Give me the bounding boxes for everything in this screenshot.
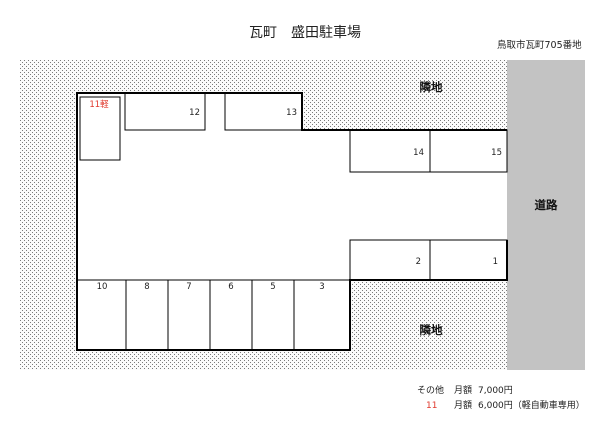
space-number: 7 [186, 282, 191, 292]
space-number: 1 [493, 257, 498, 267]
space-number: 13 [286, 108, 297, 118]
neighbor-label-top: 隣地 [420, 80, 443, 94]
pricing-amount: 6,000円（軽自動車専用） [478, 399, 585, 411]
road-area [507, 60, 585, 370]
pricing-amount: 7,000円 [478, 385, 513, 396]
space-number: 11軽 [89, 100, 109, 110]
space-number: 15 [491, 148, 502, 158]
space-number: 10 [97, 282, 108, 292]
pricing-row-11: 11 月額 6,000円（軽自動車専用） [426, 399, 585, 411]
pricing-term: 月額 [454, 384, 472, 396]
space-number: 6 [228, 282, 233, 292]
space-number: 5 [270, 282, 275, 292]
space-number: 2 [416, 257, 421, 267]
page-title: 瓦町 盛田駐車場 [249, 24, 361, 41]
space-number: 8 [144, 282, 149, 292]
road-label: 道路 [535, 198, 558, 212]
pricing-category: その他 [417, 384, 444, 396]
parking-lot-area [77, 93, 507, 350]
lot-boundary [76, 92, 508, 351]
space-number: 12 [189, 108, 200, 118]
parking-space-11: 11軽 [79, 96, 121, 161]
pricing-term: 月額 [454, 399, 472, 411]
space-number: 3 [319, 282, 324, 292]
address-label: 鳥取市瓦町705番地 [497, 39, 582, 51]
pricing-category: 11 [426, 401, 437, 411]
neighbor-label-bottom: 隣地 [420, 323, 443, 337]
space-number: 14 [413, 148, 424, 158]
pricing-row-other: その他 月額 7,000円 [417, 384, 513, 396]
